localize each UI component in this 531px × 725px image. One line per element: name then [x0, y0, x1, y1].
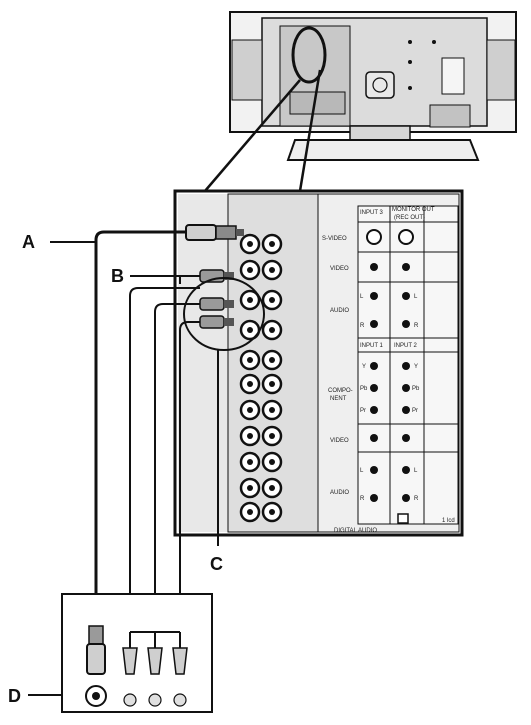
label-audio2-r-2: R: [414, 496, 419, 502]
rca-jack-center: [247, 327, 253, 333]
rca-jack-center: [247, 241, 253, 247]
label-digital-audio: DIGITAL AUDIO: [334, 528, 377, 534]
label-audio-r-out: R: [414, 323, 419, 329]
rca-jack-center: [247, 357, 253, 363]
label-input1: INPUT 1: [360, 343, 384, 349]
label-svideo: S-VIDEO: [322, 236, 347, 242]
callout-d: D: [8, 686, 21, 706]
audio-cable-r: [179, 321, 200, 650]
rca-plug-c-1: [199, 297, 234, 311]
label-pb-2: Pb: [412, 386, 420, 392]
callout-b: B: [111, 266, 124, 286]
rca-jack-center: [269, 407, 275, 413]
label-input3: INPUT 3: [360, 210, 384, 216]
label-audio2-l: L: [360, 468, 364, 474]
rca-jack-center: [269, 297, 275, 303]
label-video: VIDEO: [330, 266, 349, 272]
label-audio2-l-2: L: [414, 468, 418, 474]
label-side-code: 1 lcd: [442, 518, 455, 524]
svideo-cable: [94, 230, 186, 627]
label-y: Y: [362, 364, 366, 370]
video-cable: [129, 287, 200, 650]
rca-jack-center: [269, 327, 275, 333]
rca-jack-center: [269, 433, 275, 439]
rca-jack-center: [247, 297, 253, 303]
device-svideo-plug: [85, 625, 107, 707]
label-component-2: NENT: [330, 396, 347, 402]
zoom-line: [204, 79, 301, 192]
rca-jack-column: [239, 233, 283, 523]
rca-jack-center: [269, 509, 275, 515]
rca-jack-center: [269, 381, 275, 387]
label-pr: Pr: [360, 408, 366, 414]
tv-rear-illustration: [229, 11, 517, 161]
rca-jack-center: [269, 485, 275, 491]
rca-jack-center: [247, 459, 253, 465]
label-audio: AUDIO: [330, 308, 349, 314]
label-audio-r: R: [360, 323, 365, 329]
callout-c: C: [210, 554, 223, 574]
rca-jack-center: [269, 459, 275, 465]
rca-jack-center: [269, 267, 275, 273]
svideo-plug: [185, 224, 244, 241]
callout-a: A: [22, 232, 35, 252]
audio-cable-l: [154, 303, 200, 650]
label-rec-out: (REC OUT): [394, 215, 425, 221]
label-monitor-out: MONITOR OUT: [392, 207, 435, 213]
panel-jacks: [366, 229, 414, 524]
label-audio-2: AUDIO: [330, 490, 349, 496]
label-y-2: Y: [414, 364, 418, 370]
label-component-1: COMPO-: [328, 388, 353, 394]
rca-jack-center: [247, 267, 253, 273]
rca-jack-center: [247, 509, 253, 515]
rca-jack-center: [247, 433, 253, 439]
label-pb: Pb: [360, 386, 368, 392]
label-audio-l: L: [360, 294, 364, 300]
zoom-line: [298, 69, 322, 192]
label-audio-l-out: L: [414, 294, 418, 300]
label-audio2-r: R: [360, 496, 365, 502]
cables: [94, 230, 200, 650]
rca-jack-center: [269, 241, 275, 247]
rca-plug-c-2: [199, 315, 234, 329]
device-rca-plugs: [122, 631, 188, 707]
label-video-2: VIDEO: [330, 438, 349, 444]
rca-jack-center: [247, 407, 253, 413]
rca-jack-center: [247, 381, 253, 387]
label-input2: INPUT 2: [394, 343, 418, 349]
audio-highlight-circle: [183, 277, 265, 351]
rca-jack-center: [269, 357, 275, 363]
label-pr-2: Pr: [412, 408, 418, 414]
rca-jack-center: [247, 485, 253, 491]
